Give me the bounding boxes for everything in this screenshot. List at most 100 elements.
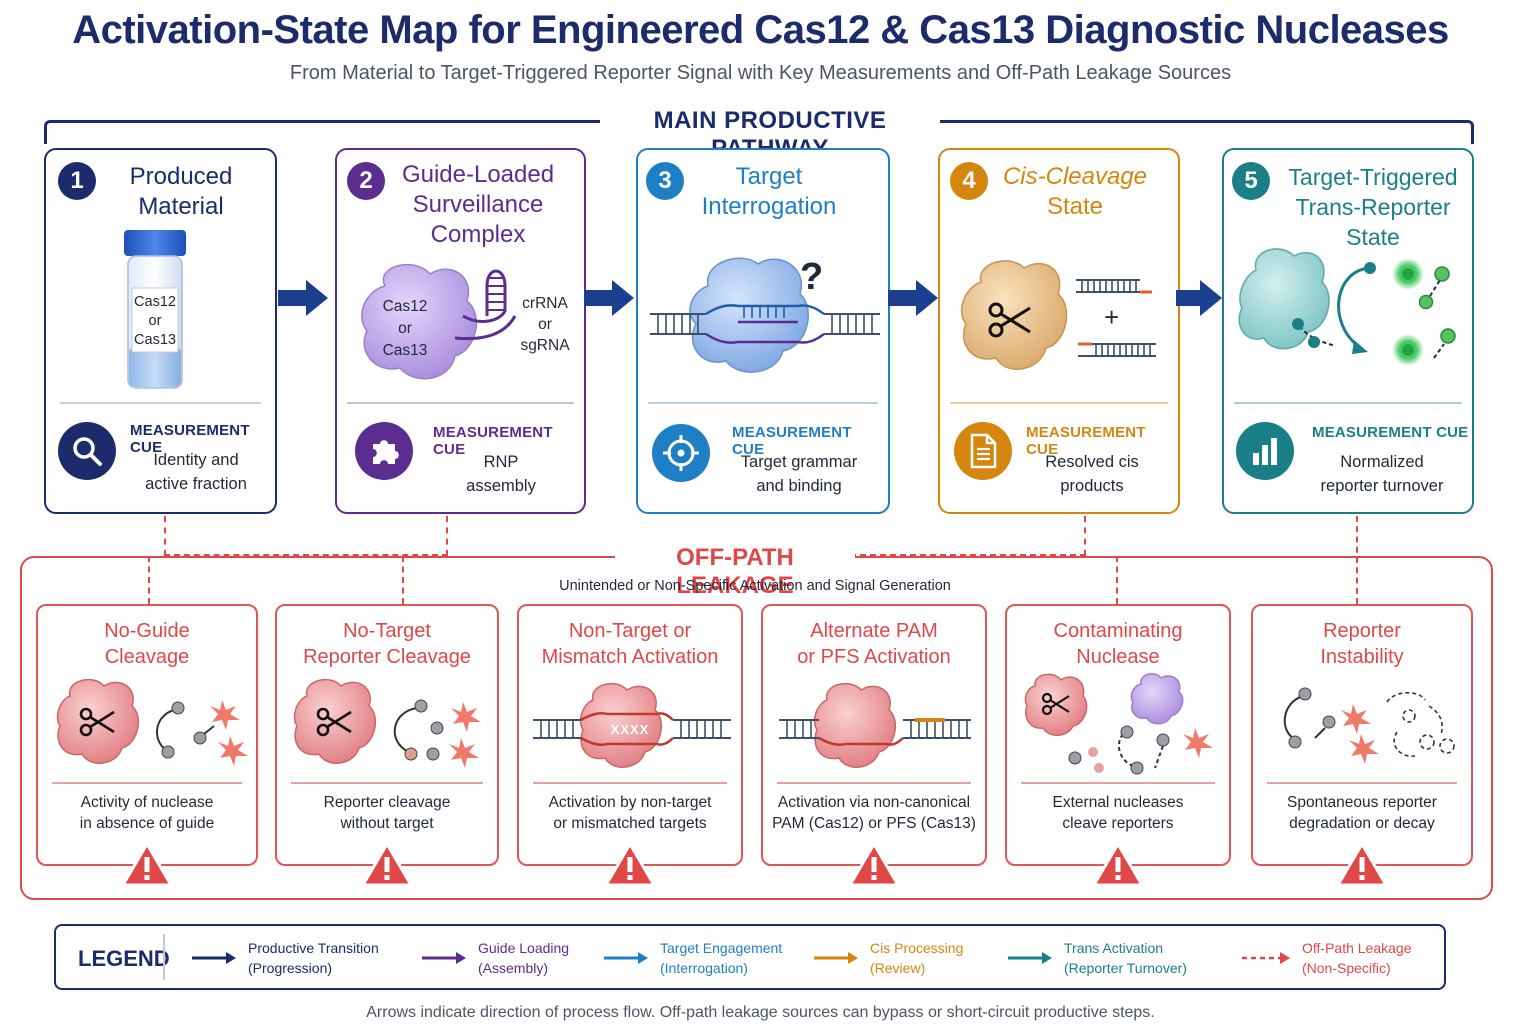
stage-card-trans-reporter[interactable]: 5 Target-Triggered Trans-Reporter State [1222,148,1474,514]
leak-card-divider [533,782,727,784]
legend-label-line: Productive Transition [248,940,379,956]
warning-icon [1092,842,1144,887]
legend-item-label: Trans Activation (Reporter Turnover) [1064,938,1187,978]
leak-connector [1356,516,1358,604]
alternate-pam-icon [779,682,971,768]
vial-label-line: Cas12 [134,294,176,310]
stage-card-guide-loaded-complex[interactable]: 2 Guide-Loaded Surveillance Complex Cas1… [335,148,586,514]
card-divider [648,402,878,404]
plus-glyph: + [1104,302,1120,332]
leak-card-description: Reporter cleavage without target [277,792,497,834]
measurement-cue-heading: MEASUREMENT CUE [732,424,852,458]
flow-arrow-2-3 [584,280,634,316]
legend-label-line: (Assembly) [478,960,549,976]
leak-card-title: Non-Target or Mismatch Activation [519,618,741,670]
guide-label-line: sgRNA [520,337,570,354]
leak-card-divider [291,782,483,784]
measurement-cue-text: Normalized reporter turnover [1304,450,1460,498]
cue-text-line: reporter turnover [1320,477,1444,495]
leak-card-no-guide-cleavage[interactable]: No-Guide Cleavage Activity of nuclease i… [36,604,258,887]
stage-title-line: State [1046,193,1104,220]
leak-card-divider [1267,782,1457,784]
page-title: Activation-State Map for Engineered Cas1… [72,8,1449,52]
leak-card-reporter-instability[interactable]: Reporter Instability Spontaneous reporte… [1251,604,1473,887]
leak-card-divider [52,782,242,784]
legend-item-label: Guide Loading (Assembly) [478,938,569,978]
leak-title-line: or PFS Activation [797,646,951,668]
leak-title-line: Nuclease [1076,646,1160,668]
cue-text-line: Target grammar [740,453,858,471]
vial-label-line: Cas13 [134,332,176,348]
stage-title-line: Material [138,193,224,220]
measurement-cue-heading: MEASUREMENT CUE [130,422,250,456]
leak-desc-line: cleave reporters [1062,815,1174,832]
stage-number-badge: 3 [646,162,684,200]
leak-connector-horizontal [164,554,448,556]
legend-label-line: Target Engagement [660,940,783,956]
card-divider [347,402,574,404]
stage-title: Produced Material [106,162,256,222]
arrow-right-icon [604,952,648,964]
leak-card-no-target-reporter-cleavage[interactable]: No-Target Reporter Cleavage Reporter cle… [275,604,499,887]
leak-title-line: Cleavage [104,646,190,668]
mismatch-dna-icon [533,682,731,768]
leak-connector [164,516,166,556]
stage-card-produced-material[interactable]: 1 Produced Material Cas12 or Cas13 MEASU… [44,148,277,514]
leak-title-line: Alternate PAM [810,620,938,642]
leak-desc-line: PAM (Cas12) or PFS (Cas13) [772,815,976,832]
leak-desc-line: Spontaneous reporter [1287,794,1437,811]
stage-title: Cis-Cleavage State [1000,162,1150,222]
card-divider [950,402,1168,404]
leak-desc-line: in absence of guide [79,815,215,832]
vial-icon [124,230,186,389]
flow-arrow-3-4 [888,280,938,316]
protein-label-line: or [398,320,412,337]
legend-label-line: (Progression) [248,960,333,976]
legend-item-productive: Productive Transition (Progression) [190,936,379,980]
stage-title-line: Interrogation [701,193,837,220]
leak-title-line: Contaminating [1053,620,1183,642]
legend-label-line: Guide Loading [478,940,570,956]
leak-desc-line: External nucleases [1052,794,1184,811]
legend-label-line: (Reporter Turnover) [1064,960,1187,976]
leak-title-line: Non-Target or [568,620,692,642]
vial-label: Cas12 or Cas13 [128,293,182,350]
legend-item-label: Off-Path Leakage (Non-Specific) [1302,938,1411,978]
guide-label-line: or [538,316,552,333]
search-icon [58,422,116,480]
leak-desc-line: without target [340,815,434,832]
legend-panel [54,924,1446,990]
leak-card-title: No-Target Reporter Cleavage [277,618,497,670]
stage-title-line: Guide-Loaded [401,161,555,188]
measurement-cue-text: Resolved cis products [1022,450,1162,498]
leak-card-alternate-pam-activation[interactable]: Alternate PAM or PFS Activation Activati… [761,604,987,887]
leak-card-contaminating-nuclease[interactable]: Contaminating Nuclease External nuclease… [1005,604,1231,887]
leak-card-divider [777,782,971,784]
leak-card-title: Contaminating Nuclease [1007,618,1229,670]
reporter-decay-icon [1283,687,1455,764]
leak-title-line: Instability [1320,646,1404,668]
legend-label-line: Trans Activation [1064,940,1164,956]
cas-protein-label: Cas12 or Cas13 [377,296,433,362]
warning-icon [604,842,656,887]
guide-label-line: crRNA [522,295,568,312]
stage-number-badge: 2 [347,162,385,200]
arrow-right-icon [192,952,236,964]
contaminating-nuclease-icon [1024,673,1213,775]
arrow-right-icon [814,952,858,964]
question-glyph: ? [800,256,824,298]
leak-connector [1084,516,1086,556]
protein-label-line: Cas12 [382,298,428,315]
leak-card-title: Reporter Instability [1253,618,1471,670]
stage-number-badge: 1 [58,162,96,200]
leak-desc-line: degradation or decay [1289,815,1435,832]
stage-card-target-interrogation[interactable]: 3 Target Interrogation ? MEASUREMENT CUE… [636,148,890,514]
measurement-cue-heading: MEASUREMENT CUE [1312,424,1469,441]
cue-text-line: assembly [466,477,536,495]
card-divider [1234,402,1462,404]
stage-title: Guide-Loaded Surveillance Complex [393,160,563,250]
leak-card-mismatch-activation[interactable]: Non-Target or Mismatch Activation XXXX A… [517,604,743,887]
guide-rna-label: crRNA or sgRNA [515,293,575,356]
legend-divider [163,934,165,980]
stage-card-cis-cleavage[interactable]: 4 Cis-Cleavage State + MEASUREMENT CUE R… [938,148,1180,514]
